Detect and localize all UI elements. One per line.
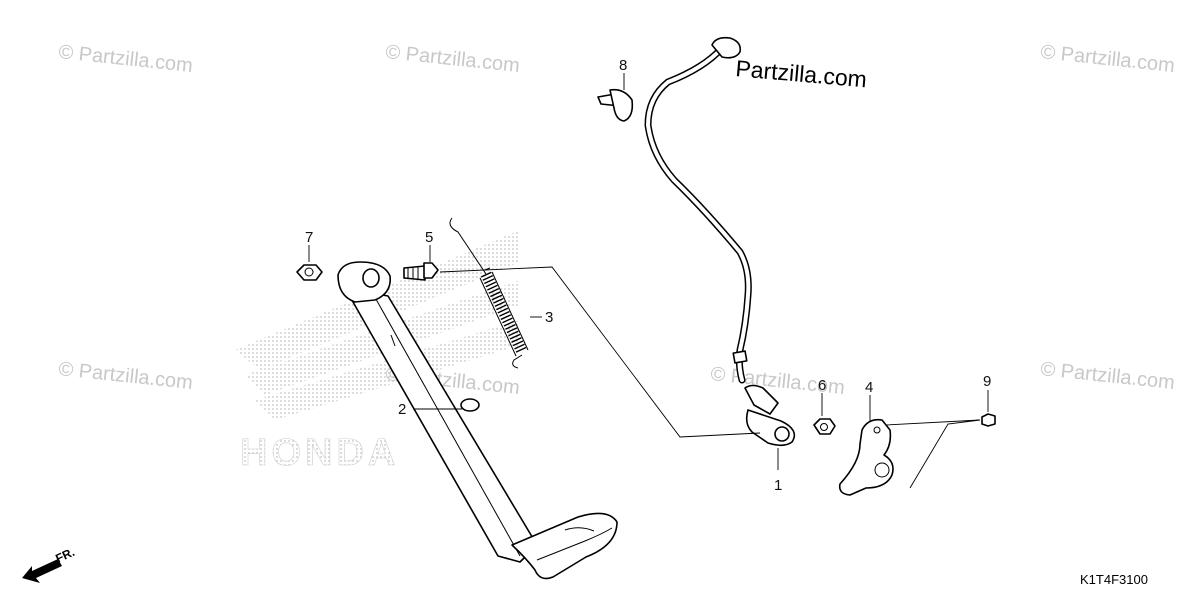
- callout-label: 4: [865, 379, 873, 396]
- honda-logo-text: HONDA: [240, 432, 399, 474]
- callout-label: 1: [774, 477, 782, 494]
- nut-part-7: [296, 264, 323, 281]
- side-stand-part: [337, 261, 618, 580]
- callout-label: 9: [983, 373, 991, 390]
- front-direction-indicator: FR.: [22, 545, 77, 583]
- nut-part-6: [813, 418, 836, 435]
- direction-label: FR.: [53, 545, 76, 566]
- leader-lines: [308, 73, 989, 489]
- brand-text: Partzilla.com: [735, 55, 868, 92]
- bracket-part-4: [838, 418, 894, 496]
- callout-label: 2: [398, 401, 406, 418]
- watermark-text: © Partzilla.com: [57, 358, 193, 394]
- switch-part-1: [644, 36, 796, 447]
- callout-label: 6: [818, 377, 826, 394]
- callout-label: 7: [305, 229, 313, 246]
- nut-part-9: [981, 413, 996, 427]
- watermark-text: © Partzilla.com: [57, 41, 193, 77]
- watermark-text: © Partzilla.com: [1039, 41, 1175, 77]
- bolt-part-5: [403, 262, 439, 281]
- diagram-code: K1T4F3100: [1080, 572, 1148, 587]
- callout-labels: 1 2 3 4 5 6 7 8 9: [305, 57, 991, 494]
- clip-part-8: [597, 88, 634, 122]
- direction-arrow-icon: [22, 559, 62, 583]
- watermark-text: © Partzilla.com: [384, 41, 520, 77]
- watermark-text: © Partzilla.com: [1039, 358, 1175, 394]
- callout-label: 5: [425, 229, 433, 246]
- callout-label: 8: [619, 57, 627, 74]
- callout-label: 3: [545, 309, 553, 326]
